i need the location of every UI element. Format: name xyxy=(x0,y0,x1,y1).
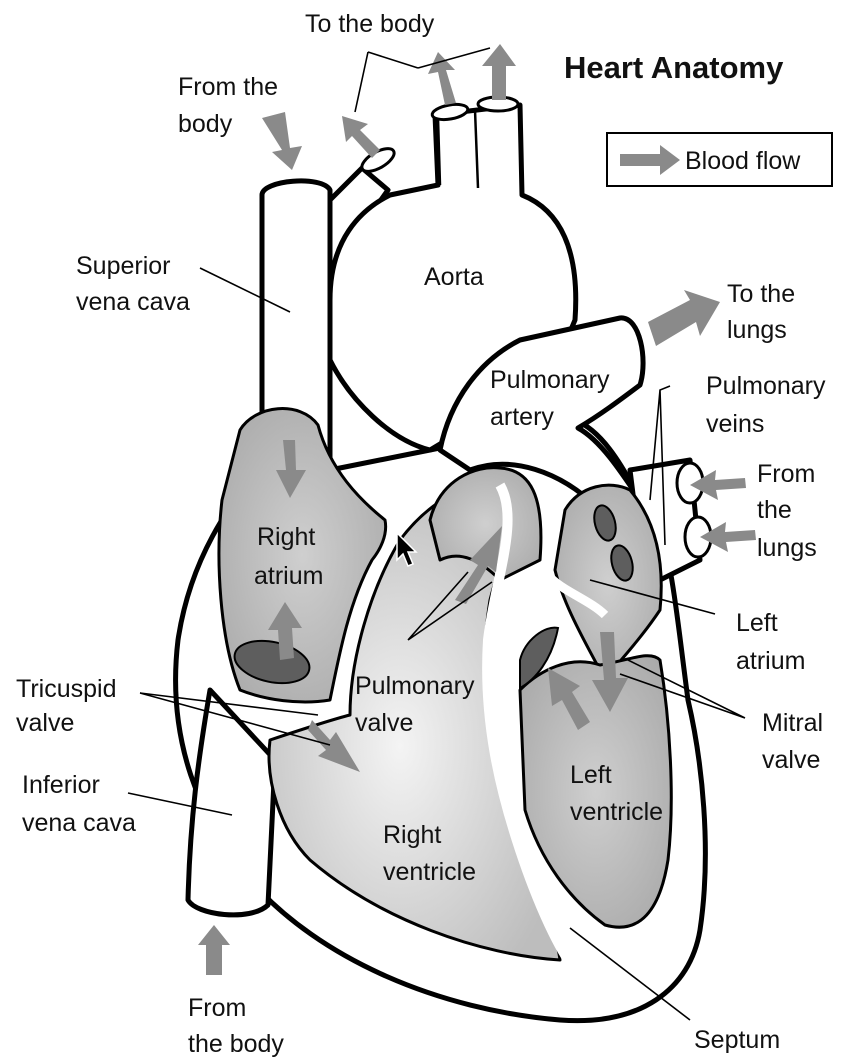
label-right-ventricle-2: ventricle xyxy=(383,858,476,886)
legend-label: Blood flow xyxy=(685,147,801,175)
label-tricuspid-valve-1: Tricuspid xyxy=(16,675,117,703)
label-from-lungs-2: the xyxy=(757,496,792,524)
label-pulmonary-veins-2: veins xyxy=(706,410,764,438)
label-mitral-valve-1: Mitral xyxy=(762,709,823,737)
label-right-atrium-2: atrium xyxy=(254,562,323,590)
to-body-leader xyxy=(355,48,490,112)
label-septum: Septum xyxy=(694,1026,780,1054)
label-pulmonary-veins-1: Pulmonary xyxy=(706,372,826,400)
label-left-atrium-2: atrium xyxy=(736,647,805,675)
label-aorta: Aorta xyxy=(424,263,484,291)
arrow-from-body-top xyxy=(262,112,302,170)
label-to-lungs-2: lungs xyxy=(727,316,787,344)
label-right-atrium-1: Right xyxy=(257,523,315,551)
label-from-body-top-1: From the xyxy=(178,73,278,101)
arrow-to-body-right xyxy=(482,44,516,100)
label-from-body-top-2: body xyxy=(178,110,233,138)
arrow-from-body-bottom xyxy=(198,925,230,975)
label-tricuspid-valve-2: valve xyxy=(16,709,74,737)
label-pulmonary-artery-1: Pulmonary xyxy=(490,366,610,394)
label-right-ventricle-1: Right xyxy=(383,821,441,849)
label-inferior-vena-cava-1: Inferior xyxy=(22,771,100,799)
arrow-to-body-mid xyxy=(428,52,456,105)
label-mitral-valve-2: valve xyxy=(762,746,820,774)
diagram-title: Heart Anatomy xyxy=(564,50,784,85)
label-from-lungs-3: lungs xyxy=(757,534,817,562)
legend: Blood flow xyxy=(607,133,832,186)
label-superior-vena-cava-1: Superior xyxy=(76,252,171,280)
label-to-lungs-1: To the xyxy=(727,280,795,308)
label-pulmonary-artery-2: artery xyxy=(490,403,554,431)
label-left-atrium-1: Left xyxy=(736,609,778,637)
label-superior-vena-cava-2: vena cava xyxy=(76,288,190,316)
label-left-ventricle-2: ventricle xyxy=(570,798,663,826)
label-from-body-bottom-1: From xyxy=(188,994,246,1022)
label-from-lungs-1: From xyxy=(757,460,815,488)
label-pulmonary-valve-1: Pulmonary xyxy=(355,672,475,700)
label-inferior-vena-cava-2: vena cava xyxy=(22,809,136,837)
arrow-to-body-left xyxy=(342,116,380,158)
label-left-ventricle-1: Left xyxy=(570,761,612,789)
label-pulmonary-valve-2: valve xyxy=(355,709,413,737)
label-to-body-top: To the body xyxy=(305,10,435,38)
arrow-to-lungs xyxy=(648,290,720,346)
label-from-body-bottom-2: the body xyxy=(188,1030,284,1058)
